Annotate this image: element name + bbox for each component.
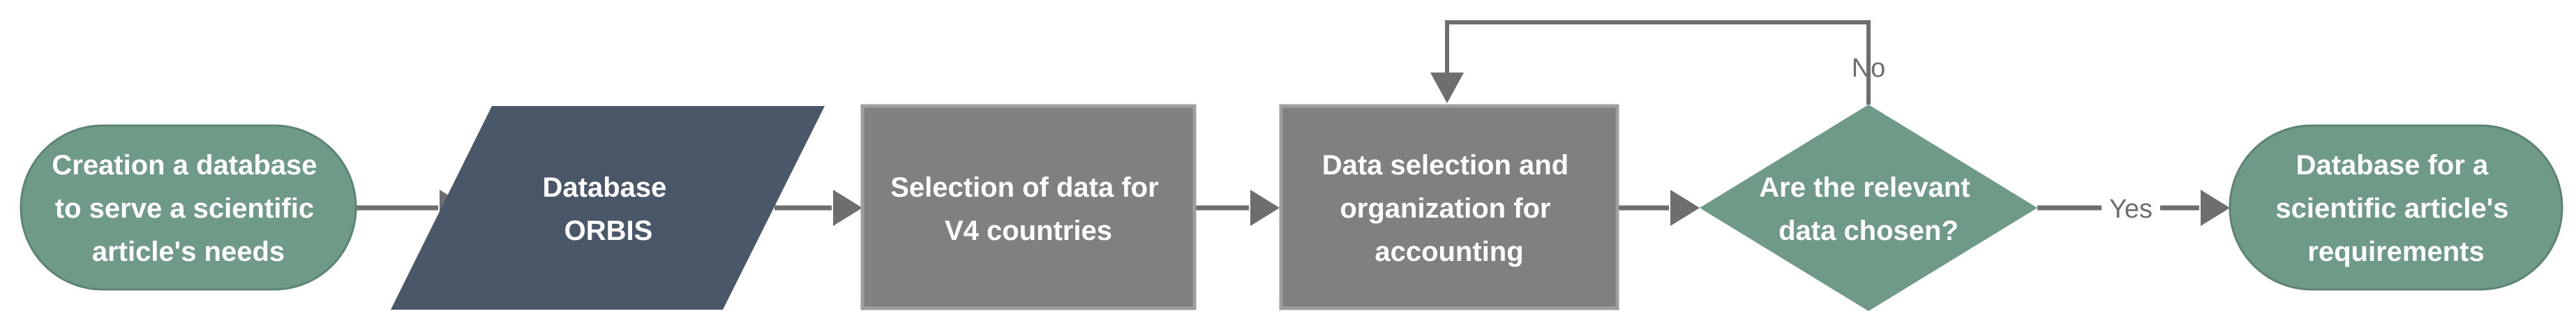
arrowhead-decision-to-end bbox=[2201, 190, 2230, 226]
node-decision-line-2: data chosen? bbox=[1779, 216, 1959, 246]
node-orbis: Database ORBIS bbox=[391, 106, 825, 310]
node-decision: Are the relevant data chosen? bbox=[1700, 105, 2037, 311]
node-decision-line-1: Are the relevant bbox=[1759, 172, 1970, 203]
node-end-label: Database for a scientific article's requ… bbox=[2275, 150, 2516, 267]
node-selection: Selection of data for V4 countries bbox=[860, 104, 1197, 310]
arrowhead-orbis-to-selection bbox=[833, 190, 862, 226]
terminal-shape-end bbox=[2229, 124, 2563, 291]
node-start-line-1: Creation a database bbox=[52, 150, 317, 181]
node-selection-label: Selection of data for V4 countries bbox=[890, 172, 1167, 246]
node-orbis-line-2: ORBIS bbox=[564, 216, 653, 246]
node-end-line-1: Database for a bbox=[2296, 150, 2489, 181]
node-organization-line-3: accounting bbox=[1375, 236, 1523, 267]
process-shape-organization bbox=[1279, 104, 1619, 310]
terminal-shape-start bbox=[20, 124, 357, 291]
node-orbis-label: Database ORBIS bbox=[543, 172, 675, 246]
edge-label-no: No bbox=[1852, 54, 1886, 83]
node-organization-line-1: Data selection and bbox=[1322, 150, 1568, 181]
process-shape-selection bbox=[860, 104, 1197, 310]
node-start: Creation a database to serve a scientifi… bbox=[20, 124, 357, 291]
node-end-line-3: requirements bbox=[2307, 236, 2484, 267]
data-shape-orbis bbox=[391, 106, 825, 310]
node-decision-label: Are the relevant data chosen? bbox=[1759, 172, 1977, 246]
edge-label-yes: Yes bbox=[2109, 195, 2152, 224]
node-selection-line-1: Selection of data for bbox=[890, 172, 1159, 203]
node-start-label: Creation a database to serve a scientifi… bbox=[52, 150, 324, 267]
node-start-line-3: article's needs bbox=[92, 236, 285, 267]
node-organization-label: Data selection and organization for acco… bbox=[1322, 150, 1577, 267]
node-organization-line-2: organization for bbox=[1340, 193, 1550, 224]
node-end-line-2: scientific article's bbox=[2275, 193, 2508, 224]
arrowhead-organization-to-decision bbox=[1670, 190, 1700, 226]
arrowhead-loop bbox=[1430, 73, 1464, 103]
node-start-line-2: to serve a scientific bbox=[55, 193, 314, 224]
node-orbis-line-1: Database bbox=[543, 172, 667, 203]
edge-decision-to-organization-loop bbox=[1445, 20, 1871, 105]
decision-shape bbox=[1700, 105, 2037, 311]
node-selection-line-2: V4 countries bbox=[945, 216, 1112, 246]
edges-layer: Yes No bbox=[356, 20, 2230, 226]
node-organization: Data selection and organization for acco… bbox=[1279, 104, 1619, 310]
arrowhead-selection-to-organization bbox=[1250, 190, 1280, 226]
node-end: Database for a scientific article's requ… bbox=[2229, 124, 2563, 291]
